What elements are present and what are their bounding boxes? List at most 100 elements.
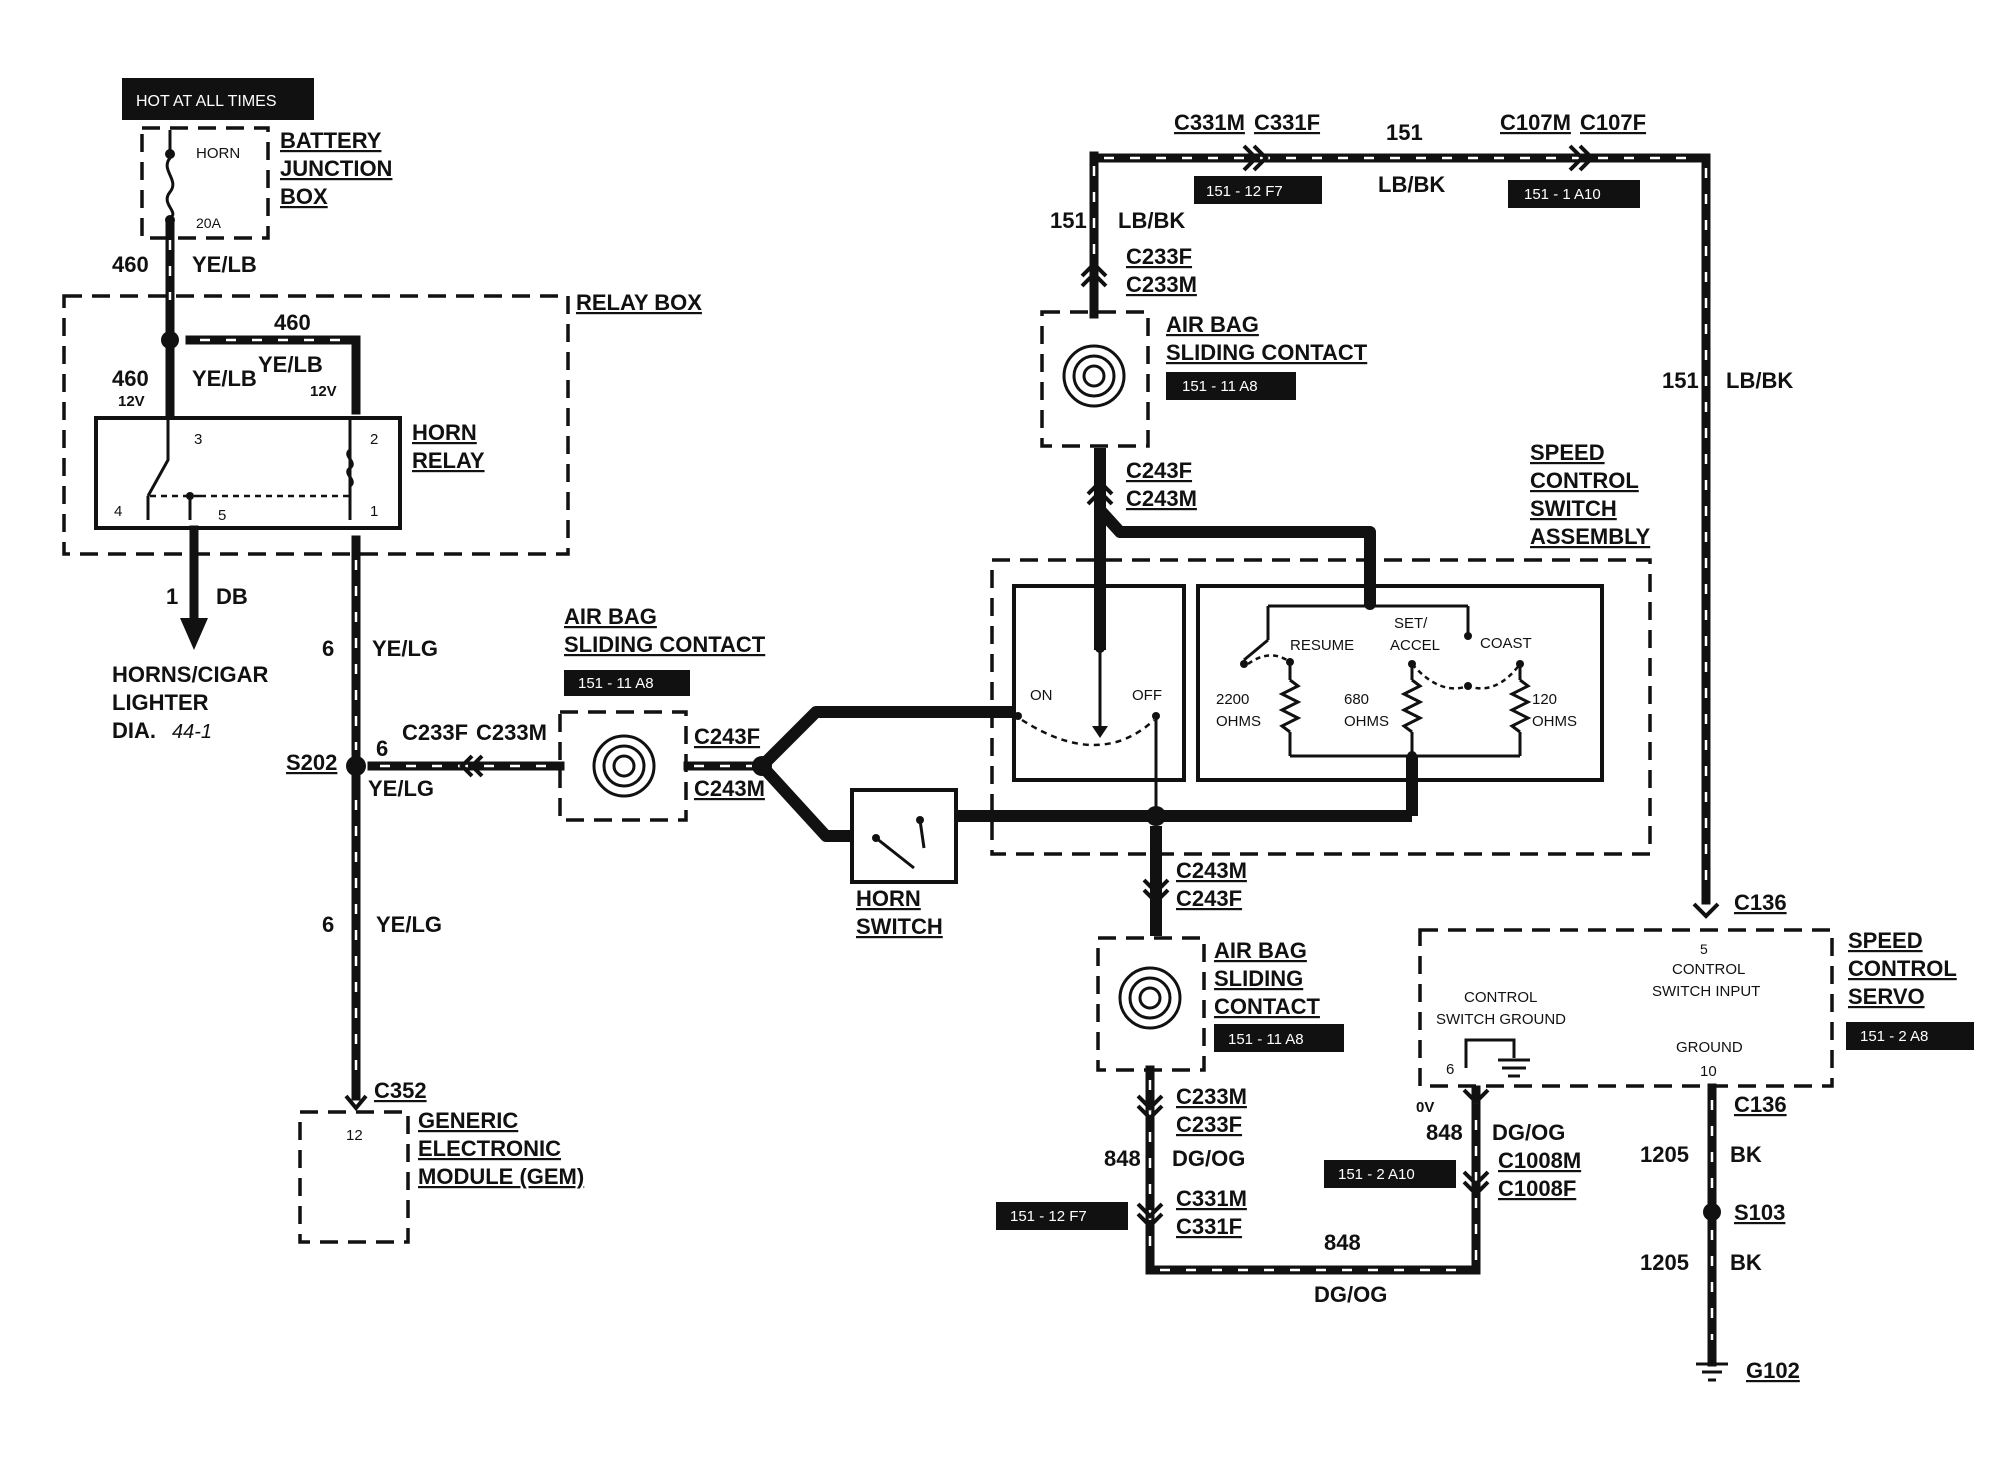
svg-text:BK: BK xyxy=(1730,1250,1762,1275)
svg-text:C352: C352 xyxy=(374,1078,427,1103)
svg-text:BK: BK xyxy=(1730,1142,1762,1167)
svg-text:4: 4 xyxy=(114,503,122,520)
svg-text:ASSEMBLY: ASSEMBLY xyxy=(1530,524,1651,549)
svg-text:151: 151 xyxy=(1386,120,1423,145)
svg-text:6: 6 xyxy=(1446,1061,1454,1078)
svg-text:151 - 11 A8: 151 - 11 A8 xyxy=(1182,378,1258,395)
svg-text:YE/LG: YE/LG xyxy=(376,912,442,937)
clockspring-left xyxy=(592,734,656,798)
svg-text:460: 460 xyxy=(112,366,149,391)
svg-text:OHMS: OHMS xyxy=(1532,713,1577,730)
svg-text:848: 848 xyxy=(1104,1146,1141,1171)
svg-text:LB/BK: LB/BK xyxy=(1118,208,1185,233)
svg-text:OHMS: OHMS xyxy=(1216,713,1261,730)
svg-text:C243M: C243M xyxy=(694,776,765,801)
svg-text:C331M: C331M xyxy=(1174,110,1245,135)
svg-text:C233F: C233F xyxy=(1126,244,1192,269)
svg-text:LB/BK: LB/BK xyxy=(1378,172,1445,197)
svg-text:12: 12 xyxy=(346,1127,363,1144)
svg-text:SWITCH INPUT: SWITCH INPUT xyxy=(1652,983,1760,1000)
svg-text:C243M: C243M xyxy=(1176,858,1247,883)
svg-text:AIR BAG: AIR BAG xyxy=(1214,938,1307,963)
svg-text:G102: G102 xyxy=(1746,1358,1800,1383)
svg-text:AIR BAG: AIR BAG xyxy=(1166,312,1259,337)
svg-text:YE/LB: YE/LB xyxy=(192,252,257,277)
svg-text:1: 1 xyxy=(370,503,378,520)
svg-text:2200: 2200 xyxy=(1216,691,1249,708)
splice-relay xyxy=(161,331,179,349)
svg-text:HORNS/CIGAR: HORNS/CIGAR xyxy=(112,662,269,687)
svg-text:C243F: C243F xyxy=(1126,458,1192,483)
svg-text:SPEED: SPEED xyxy=(1530,440,1605,465)
bjb-label-3: BOX xyxy=(280,184,328,209)
svg-text:848: 848 xyxy=(1324,1230,1361,1255)
svg-text:151 - 2 A8: 151 - 2 A8 xyxy=(1860,1028,1928,1045)
relay-box-label: RELAY BOX xyxy=(576,290,702,315)
svg-text:YE/LB: YE/LB xyxy=(258,352,323,377)
ground-splice xyxy=(1146,806,1166,826)
svg-text:GROUND: GROUND xyxy=(1676,1039,1743,1056)
fuse-rating: 20A xyxy=(196,215,222,231)
svg-text:CONTROL: CONTROL xyxy=(1530,468,1639,493)
svg-text:C233M: C233M xyxy=(476,720,547,745)
svg-text:YE/LB: YE/LB xyxy=(192,366,257,391)
svg-text:C136: C136 xyxy=(1734,890,1787,915)
svg-text:C136: C136 xyxy=(1734,1092,1787,1117)
svg-text:SWITCH: SWITCH xyxy=(1530,496,1617,521)
svg-text:C331M: C331M xyxy=(1176,1186,1247,1211)
svg-text:12V: 12V xyxy=(310,383,337,400)
svg-text:44-1: 44-1 xyxy=(172,721,212,743)
svg-text:5: 5 xyxy=(1700,941,1708,957)
svg-text:C233M: C233M xyxy=(1126,272,1197,297)
ground-g102 xyxy=(1696,1362,1728,1382)
wire-151-top xyxy=(1089,153,1711,905)
svg-text:1: 1 xyxy=(166,584,178,609)
svg-text:151: 151 xyxy=(1050,208,1087,233)
svg-text:5: 5 xyxy=(218,507,226,524)
svg-text:SET/: SET/ xyxy=(1394,615,1428,632)
svg-text:151 - 12 F7: 151 - 12 F7 xyxy=(1206,183,1283,200)
hot-at-all-times-tag: HOT AT ALL TIMES xyxy=(122,78,314,120)
svg-text:DG/OG: DG/OG xyxy=(1172,1146,1245,1171)
horn-fuse: HORN 20A xyxy=(165,130,240,231)
svg-text:DB: DB xyxy=(216,584,248,609)
clockspring-upper xyxy=(1062,344,1126,408)
svg-text:SWITCH: SWITCH xyxy=(856,914,943,939)
svg-text:SLIDING CONTACT: SLIDING CONTACT xyxy=(1166,340,1368,365)
splice-s202 xyxy=(346,756,366,776)
svg-text:C233F: C233F xyxy=(1176,1112,1242,1137)
svg-text:AIR BAG: AIR BAG xyxy=(564,604,657,629)
horn-relay-label-2: RELAY xyxy=(412,448,485,473)
svg-text:LIGHTER: LIGHTER xyxy=(112,690,209,715)
bjb-label-1: BATTERY xyxy=(280,128,382,153)
svg-text:SERVO: SERVO xyxy=(1848,984,1925,1009)
svg-text:151 - 2 A10: 151 - 2 A10 xyxy=(1338,1166,1415,1183)
svg-text:0V: 0V xyxy=(1416,1099,1434,1116)
svg-text:120: 120 xyxy=(1532,691,1557,708)
svg-text:CONTACT: CONTACT xyxy=(1214,994,1320,1019)
svg-text:YE/LG: YE/LG xyxy=(372,636,438,661)
svg-text:DIA.: DIA. xyxy=(112,718,156,743)
svg-text:OHMS: OHMS xyxy=(1344,713,1389,730)
fuse-name: HORN xyxy=(196,145,240,162)
svg-text:6: 6 xyxy=(322,636,334,661)
svg-text:LB/BK: LB/BK xyxy=(1726,368,1793,393)
svg-text:SWITCH GROUND: SWITCH GROUND xyxy=(1436,1011,1566,1028)
horn-switch xyxy=(850,788,958,884)
bjb-label-2: JUNCTION xyxy=(280,156,392,181)
svg-text:ON: ON xyxy=(1030,687,1053,704)
svg-text:151 - 1 A10: 151 - 1 A10 xyxy=(1524,186,1601,203)
svg-text:1205: 1205 xyxy=(1640,1250,1689,1275)
svg-text:S103: S103 xyxy=(1734,1200,1785,1225)
svg-text:151 - 11 A8: 151 - 11 A8 xyxy=(578,675,654,692)
svg-text:YE/LG: YE/LG xyxy=(368,776,434,801)
svg-text:C331F: C331F xyxy=(1176,1214,1242,1239)
svg-text:HORN: HORN xyxy=(856,886,921,911)
svg-text:C107F: C107F xyxy=(1580,110,1646,135)
svg-text:C233F: C233F xyxy=(402,720,468,745)
airbag-contact-left xyxy=(558,710,688,822)
svg-text:MODULE (GEM): MODULE (GEM) xyxy=(418,1164,584,1189)
svg-text:ELECTRONIC: ELECTRONIC xyxy=(418,1136,561,1161)
airbag-contact-upper xyxy=(1040,310,1150,448)
